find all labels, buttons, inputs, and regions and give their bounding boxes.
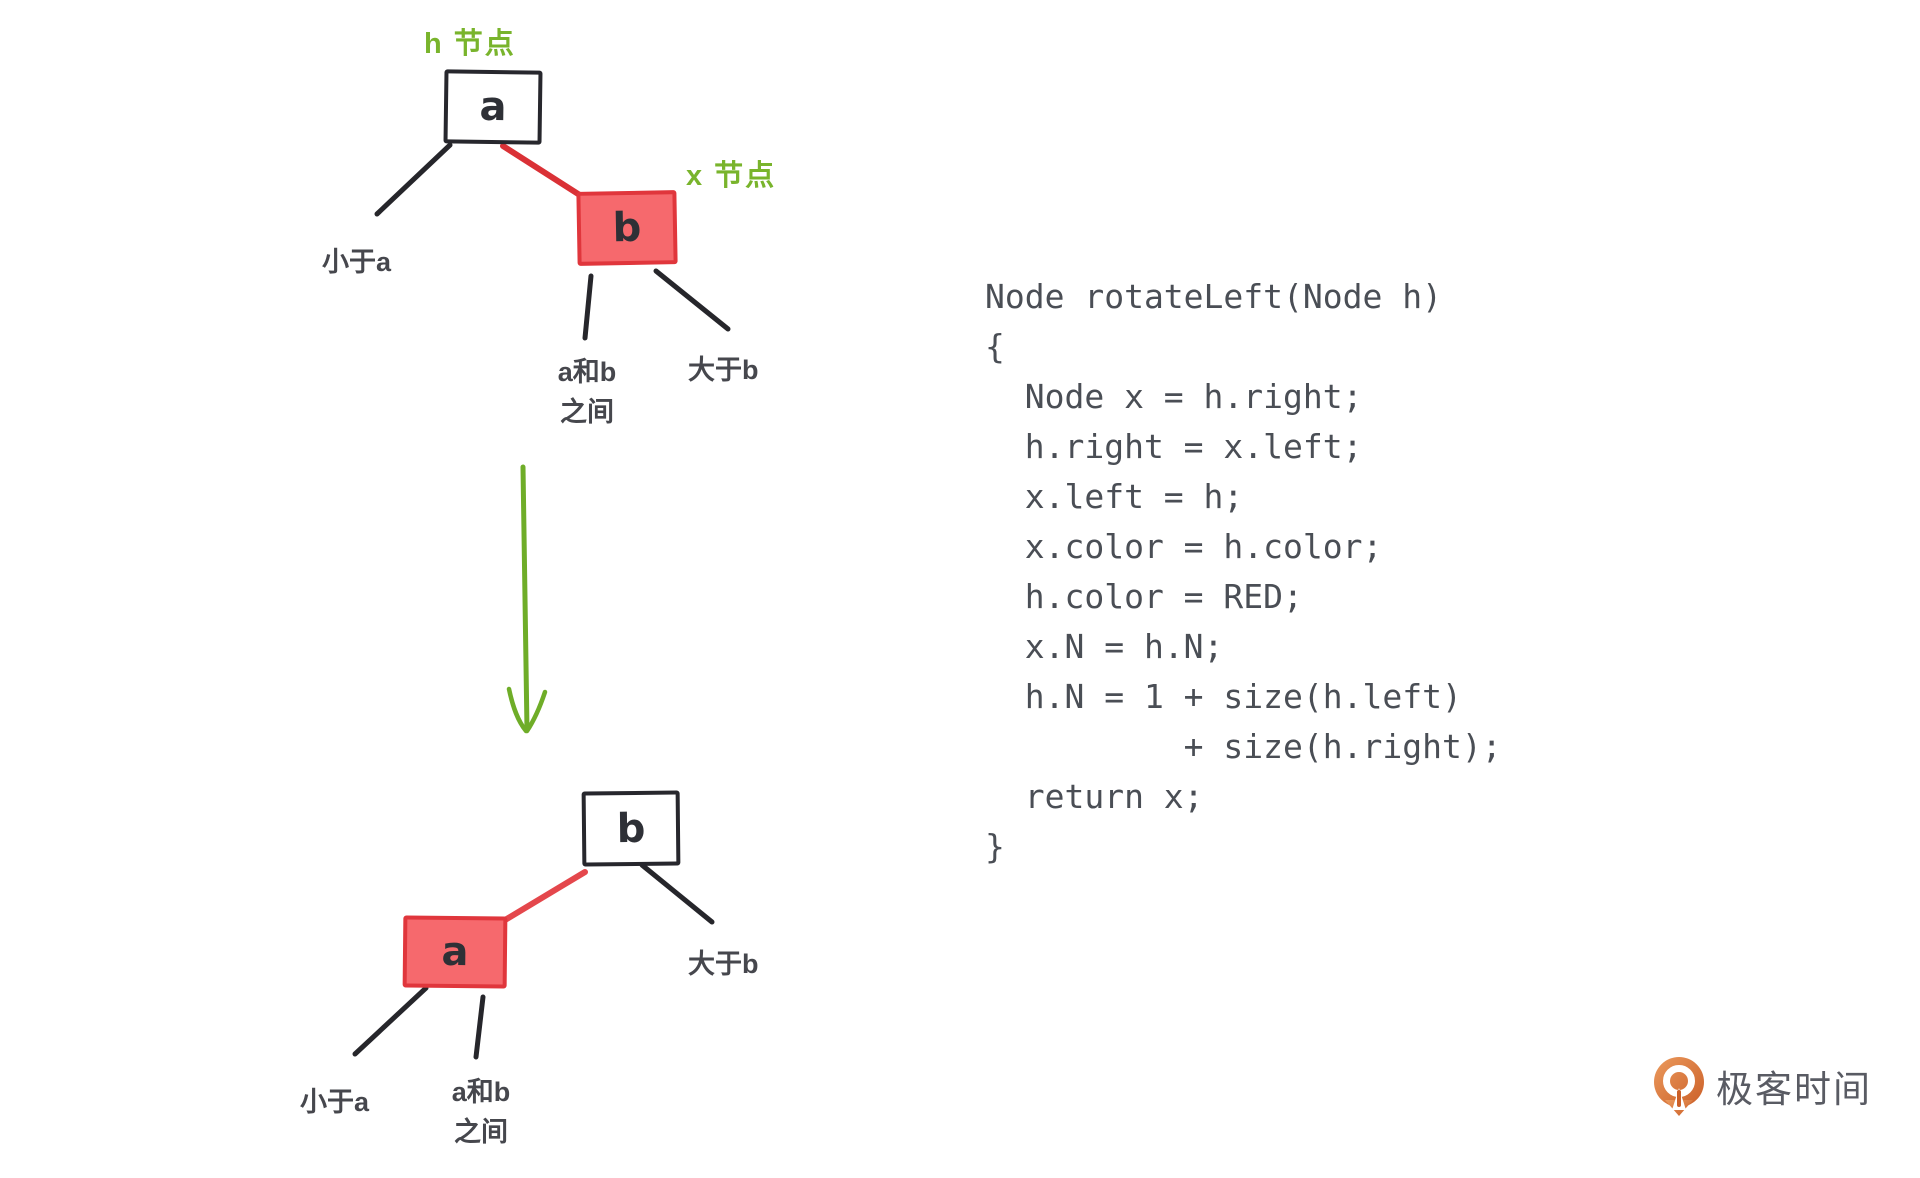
top-middle-subtree-line2: 之间 (560, 397, 614, 427)
bottom-right-subtree-label: 大于b (688, 949, 759, 979)
code-line: x.left = h; (985, 477, 1244, 516)
code-line: } (985, 827, 1005, 866)
code-line: h.N = 1 + size(h.left) (985, 677, 1462, 716)
edge-bottom-a-left-child (352, 985, 429, 1057)
edge-top-a-left-child (374, 142, 453, 217)
edge-top-b-middle-child (582, 273, 594, 341)
bottom-node-b-letter: b (616, 805, 646, 852)
top-node-b-letter: b (612, 204, 642, 252)
bottom-left-subtree-label: 小于a (300, 1087, 370, 1117)
bottom-middle-subtree-line1: a和b (451, 1077, 511, 1107)
top-middle-subtree-label: a和b 之间 (532, 352, 642, 432)
edge-top-b-right-child (653, 268, 731, 332)
code-block: Node rotateLeft(Node h) { Node x = h.rig… (985, 272, 1502, 872)
code-line: x.color = h.color; (985, 527, 1383, 566)
code-line: { (985, 327, 1005, 366)
edge-bottom-b-to-a-red (497, 869, 588, 926)
bottom-middle-subtree-label: a和b 之间 (426, 1072, 536, 1152)
edge-top-a-to-b-red (500, 143, 589, 202)
code-line: return x; (985, 777, 1204, 816)
top-left-subtree-label: 小于a (322, 247, 392, 277)
top-node-b: b (576, 190, 678, 266)
brand-logo-text: 极客时间 (1716, 1069, 1872, 1110)
top-middle-subtree-line1: a和b (557, 357, 617, 387)
h-pointer-label: h 节点 (424, 28, 516, 60)
bottom-node-a-letter: a (441, 928, 469, 976)
code-line: Node x = h.right; (985, 377, 1363, 416)
top-node-a: a (443, 69, 543, 145)
top-node-a-letter: a (479, 83, 507, 131)
edge-bottom-a-middle-child (473, 994, 486, 1060)
code-line: h.right = x.left; (985, 427, 1363, 466)
bottom-node-b: b (581, 790, 681, 867)
code-line: Node rotateLeft(Node h) (985, 277, 1442, 316)
geektime-logo-icon (1654, 1057, 1704, 1116)
code-line: + size(h.right); (985, 727, 1502, 766)
bottom-node-a: a (402, 915, 508, 989)
top-right-subtree-label: 大于b (688, 355, 759, 385)
code-line: h.color = RED; (985, 577, 1303, 616)
edge-bottom-b-right-child (639, 862, 715, 925)
rotation-arrow (506, 464, 548, 734)
x-pointer-label: x 节点 (686, 160, 777, 192)
code-line: x.N = h.N; (985, 627, 1224, 666)
bottom-middle-subtree-line2: 之间 (454, 1117, 508, 1147)
brand-logo: 极客时间 (1650, 1055, 1872, 1117)
